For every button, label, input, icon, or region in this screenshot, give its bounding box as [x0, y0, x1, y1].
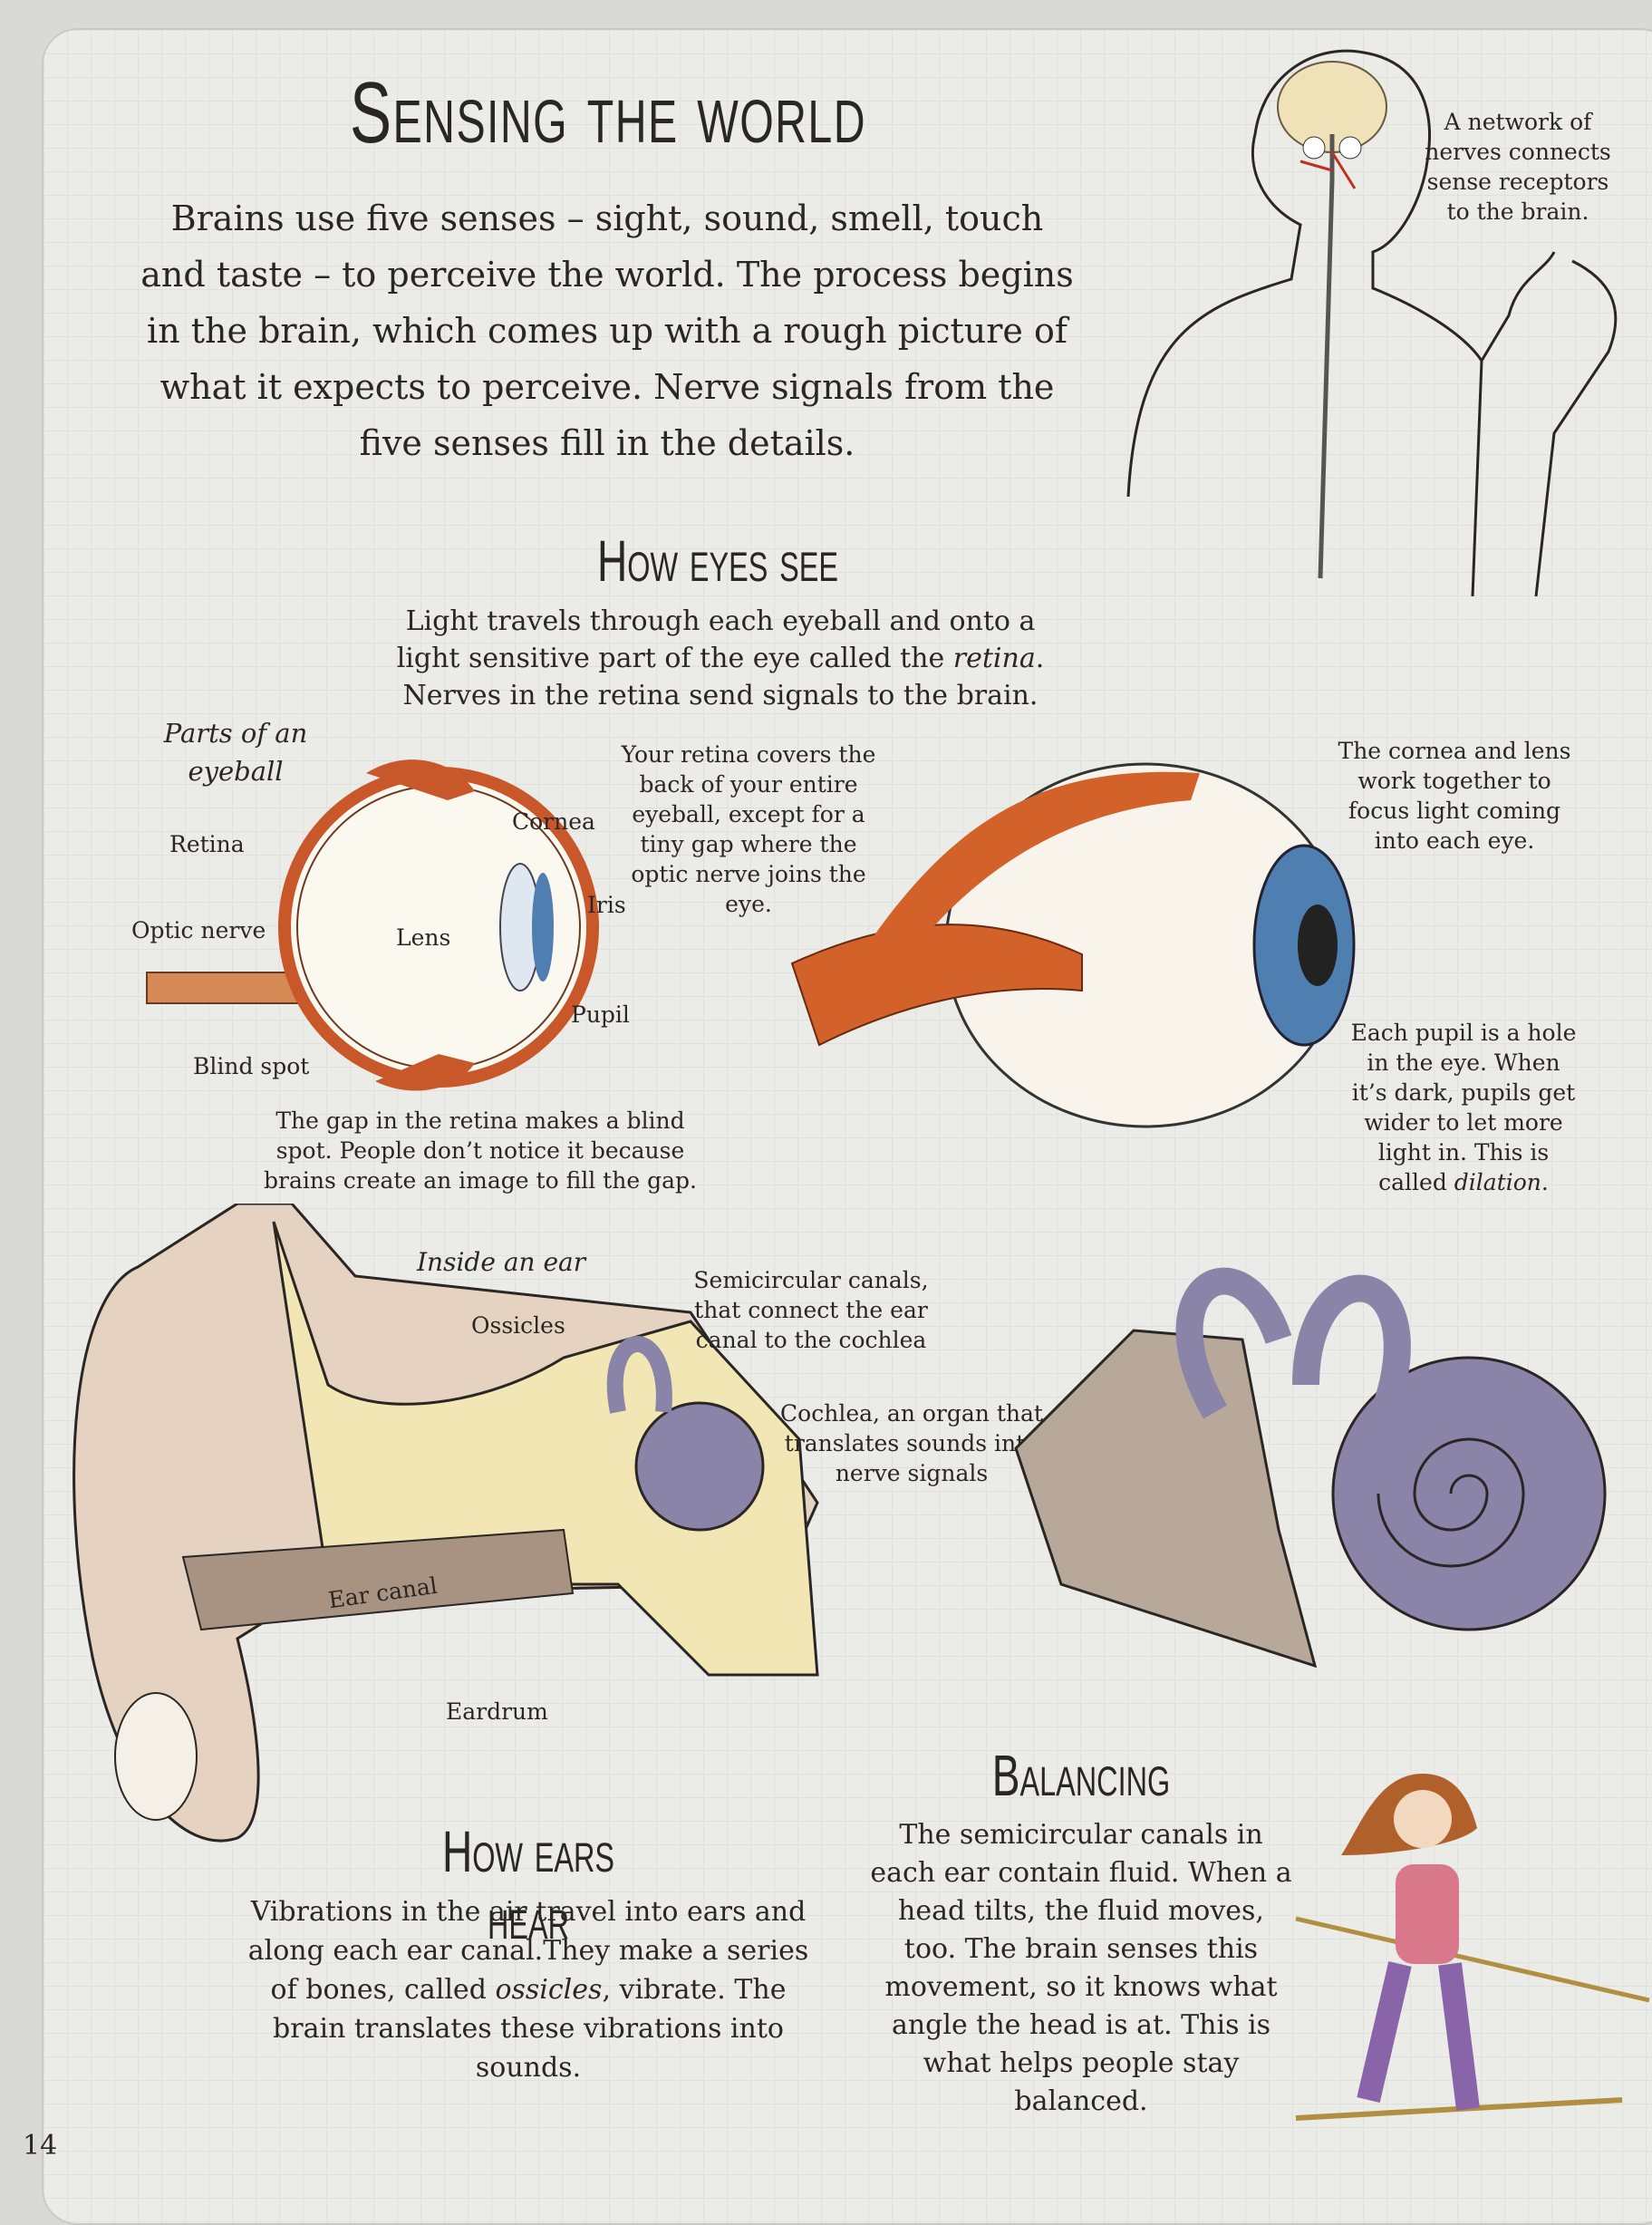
ears-text: Vibrations in the air travel into ears a…: [247, 1892, 809, 2087]
page-number: 14: [23, 2130, 58, 2162]
page-title: Sensing the world: [350, 64, 866, 161]
pupil-caption-dilation: dilation: [1454, 1169, 1541, 1195]
cornea-caption: The cornea and lens work together to foc…: [1338, 738, 1571, 854]
nervous-system-illustration: [1126, 49, 1618, 597]
eyes-text: Light travels through each eyeball and o…: [390, 603, 1051, 714]
pupil-caption: Each pupil is a hole in the eye. When it…: [1350, 1018, 1577, 1197]
balancing-text: The semicircular canals in each ear cont…: [870, 1819, 1292, 2117]
label-iris: Iris: [587, 892, 626, 918]
ears-text-ossicles: ossicles: [495, 1974, 603, 2006]
label-ossicles: Ossicles: [471, 1312, 565, 1339]
page: [42, 28, 1652, 2225]
ears-heading: How ears hear: [441, 1819, 615, 1951]
balancing-heading: Balancing: [991, 1743, 1171, 1808]
ear-cross-section: [72, 1204, 819, 1843]
label-eardrum: Eardrum: [446, 1698, 548, 1725]
ears-text-part: , vibrate. The brain translates these vi…: [273, 1974, 787, 2084]
retina-caption: Your retina covers the back of your enti…: [621, 741, 876, 917]
eyeball-diagram-title: Parts of an eyeball: [163, 718, 308, 787]
ear-diagram-title: Inside an ear: [417, 1247, 586, 1277]
eyes-text-retina: retina: [952, 643, 1036, 674]
blind-spot-caption: The gap in the retina makes a blind spot…: [264, 1108, 697, 1194]
label-optic-nerve: Optic nerve: [131, 917, 266, 943]
eyeball-cross-section: [146, 759, 599, 1091]
intro-paragraph: Brains use five senses – sight, sound, s…: [140, 198, 1074, 463]
label-pupil: Pupil: [571, 1001, 630, 1028]
cochlea-caption: Cochlea, an organ that translates sounds…: [780, 1400, 1043, 1486]
label-lens: Lens: [396, 924, 451, 951]
label-blind-spot: Blind spot: [193, 1053, 310, 1079]
inner-ear-illustration: [1014, 1267, 1607, 1669]
eyeball-with-muscles-illustration: [790, 762, 1356, 1128]
label-retina: Retina: [169, 831, 245, 857]
ears-text-part: Vibrations in the air travel into ears a…: [247, 1896, 809, 2006]
eyes-text-part: . Nerves in the retina send signals to t…: [402, 643, 1045, 711]
nerve-caption: A network of nerves connects sense recep…: [1425, 109, 1611, 225]
pupil-caption-part: .: [1541, 1169, 1549, 1195]
label-cornea: Cornea: [512, 808, 595, 835]
girl-balancing-illustration: [1295, 1774, 1650, 2121]
semicircular-caption: Semicircular canals, that connect the ea…: [693, 1267, 929, 1353]
eyes-text-part: Light travels through each eyeball and o…: [396, 605, 1036, 674]
eyes-heading: How eyes see: [597, 528, 838, 594]
pupil-caption-part: Each pupil is a hole in the eye. When it…: [1350, 1020, 1577, 1195]
